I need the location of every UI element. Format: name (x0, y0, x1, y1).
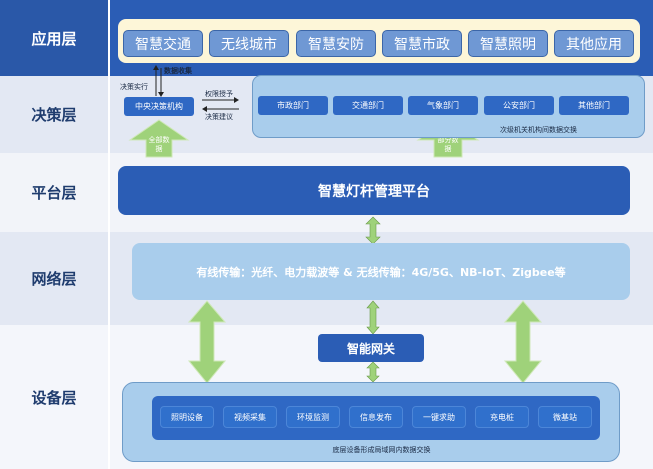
layer-label-network: 网络层 (0, 232, 110, 325)
device-item: 视频采集 (223, 406, 277, 428)
department-item: 交通部门 (333, 96, 403, 115)
device-item: 信息发布 (349, 406, 403, 428)
device-item: 环境监测 (286, 406, 340, 428)
decision-exec-label: 决策实行 (120, 83, 148, 91)
app-item: 智慧市政 (382, 30, 462, 57)
department-item: 其他部门 (559, 96, 629, 115)
device-exchange-label: 底层设备形成局域网内数据交换 (332, 446, 431, 454)
central-decision-box: 中央决策机构 (124, 97, 194, 116)
app-item: 其他应用 (554, 30, 634, 57)
device-item: 充电桩 (475, 406, 529, 428)
layer-label-device: 设备层 (0, 325, 110, 469)
device-item: 微基站 (538, 406, 592, 428)
app-item: 无线城市 (209, 30, 289, 57)
department-item: 气象部门 (408, 96, 478, 115)
layer-label-platform: 平台层 (0, 153, 110, 232)
device-item: 照明设备 (160, 406, 214, 428)
device-item: 一键求助 (412, 406, 466, 428)
auth-grant-label: 权限授予 (205, 90, 233, 98)
network-box: 有线传输：光纤、电力载波等 & 无线传输：4G/5G、NB-IoT、Zigbee… (132, 243, 630, 300)
app-item: 智慧照明 (468, 30, 548, 57)
decision-advice-label: 决策建议 (205, 113, 233, 121)
app-item: 智慧交通 (123, 30, 203, 57)
layer-label-application: 应用层 (0, 0, 110, 76)
data-collect-label: 数据收集 (164, 67, 192, 75)
dept-exchange-label: 次级机关机构间数据交换 (500, 126, 577, 134)
smart-gateway-box: 智能网关 (318, 334, 424, 362)
partial-data-label: 部分数据 (437, 136, 459, 153)
app-item: 智慧安防 (296, 30, 376, 57)
layer-label-decision: 决策层 (0, 76, 110, 153)
department-item: 公安部门 (484, 96, 554, 115)
all-data-label: 全部数据 (148, 136, 170, 153)
department-item: 市政部门 (258, 96, 328, 115)
application-panel (118, 19, 640, 63)
platform-box: 智慧灯杆管理平台 (118, 166, 630, 215)
